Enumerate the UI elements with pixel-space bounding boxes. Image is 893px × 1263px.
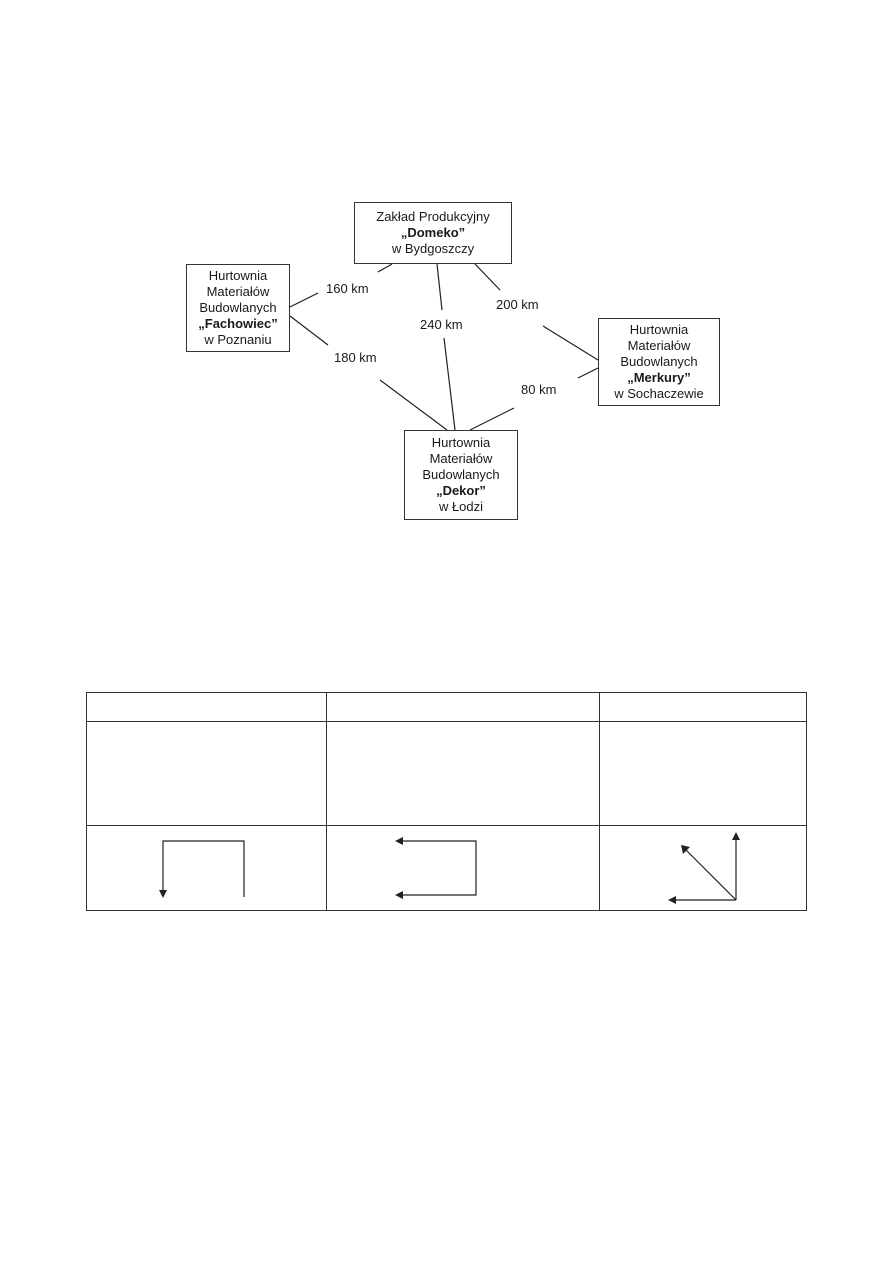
edge-domeko-merkury-2 bbox=[542, 325, 599, 361]
node-merkury-city: w Sochaczewie bbox=[614, 386, 704, 401]
edge-fachowiec-dekor-2 bbox=[379, 379, 448, 431]
table-arrow-cell-3 bbox=[599, 825, 807, 911]
node-domeko-line-1: Zakład Produkcyjny bbox=[376, 209, 490, 224]
edge-label-fachowiec-domeko: 160 km bbox=[326, 281, 369, 296]
table-header-cell-3[interactable] bbox=[599, 692, 807, 722]
arrow-left-double-icon bbox=[395, 837, 477, 899]
edge-label-domeko-dekor: 240 km bbox=[420, 317, 463, 332]
node-merkury-line-3: Budowlanych bbox=[620, 354, 698, 369]
node-dekor-line-3: Budowlanych bbox=[422, 467, 500, 482]
node-dekor-line-2: Materiałów bbox=[429, 451, 493, 466]
table-blank-cell-1[interactable] bbox=[86, 721, 327, 826]
node-fachowiec: Hurtownia Materiałów Budowlanych „Fachow… bbox=[186, 264, 290, 352]
node-fachowiec-line-1: Hurtownia bbox=[208, 268, 268, 283]
table-arrows-row bbox=[86, 825, 807, 911]
node-domeko: Zakład Produkcyjny „Domeko” w Bydgoszczy bbox=[354, 202, 512, 264]
node-fachowiec-line-2: Materiałów bbox=[206, 284, 270, 299]
node-dekor-city: w Łodzi bbox=[438, 499, 484, 514]
edge-domeko-merkury bbox=[474, 263, 501, 291]
node-merkury-line-2: Materiałów bbox=[627, 338, 691, 353]
node-domeko-name: „Domeko” bbox=[400, 225, 466, 240]
table-header-cell-1[interactable] bbox=[86, 692, 327, 722]
edge-domeko-dekor-2 bbox=[443, 337, 456, 431]
node-merkury-line-1: Hurtownia bbox=[629, 322, 689, 337]
node-dekor: Hurtownia Materiałów Budowlanych „Dekor”… bbox=[404, 430, 518, 520]
node-domeko-city: w Bydgoszczy bbox=[391, 241, 475, 256]
node-fachowiec-name: „Fachowiec” bbox=[198, 316, 278, 331]
edge-label-dekor-merkury: 80 km bbox=[521, 382, 557, 397]
edge-label-domeko-merkury: 200 km bbox=[496, 297, 539, 312]
node-dekor-line-1: Hurtownia bbox=[431, 435, 491, 450]
answer-table bbox=[86, 692, 807, 911]
table-blank-cell-3[interactable] bbox=[599, 721, 807, 826]
edge-fachowiec-domeko-2 bbox=[377, 263, 393, 273]
node-fachowiec-line-3: Budowlanych bbox=[199, 300, 277, 315]
table-blank-row bbox=[86, 721, 807, 826]
arrows-diverge-icon bbox=[668, 832, 740, 904]
node-dekor-name: „Dekor” bbox=[436, 483, 486, 498]
table-header-cell-2[interactable] bbox=[326, 692, 600, 722]
table-blank-cell-2[interactable] bbox=[326, 721, 600, 826]
arrow-down-left-icon bbox=[159, 840, 245, 898]
edge-fachowiec-dekor bbox=[289, 315, 329, 346]
table-arrow-cell-1 bbox=[86, 825, 327, 911]
table-header-row bbox=[86, 692, 807, 722]
edge-dekor-merkury-2 bbox=[577, 367, 599, 379]
node-merkury-name: „Merkury” bbox=[627, 370, 691, 385]
table-arrow-cell-2 bbox=[326, 825, 600, 911]
edge-dekor-merkury bbox=[469, 407, 515, 431]
edge-domeko-dekor bbox=[436, 263, 443, 311]
edge-fachowiec-domeko bbox=[289, 292, 319, 308]
node-fachowiec-city: w Poznaniu bbox=[204, 332, 272, 347]
node-merkury: Hurtownia Materiałów Budowlanych „Merkur… bbox=[598, 318, 720, 406]
edge-label-fachowiec-dekor: 180 km bbox=[334, 350, 377, 365]
